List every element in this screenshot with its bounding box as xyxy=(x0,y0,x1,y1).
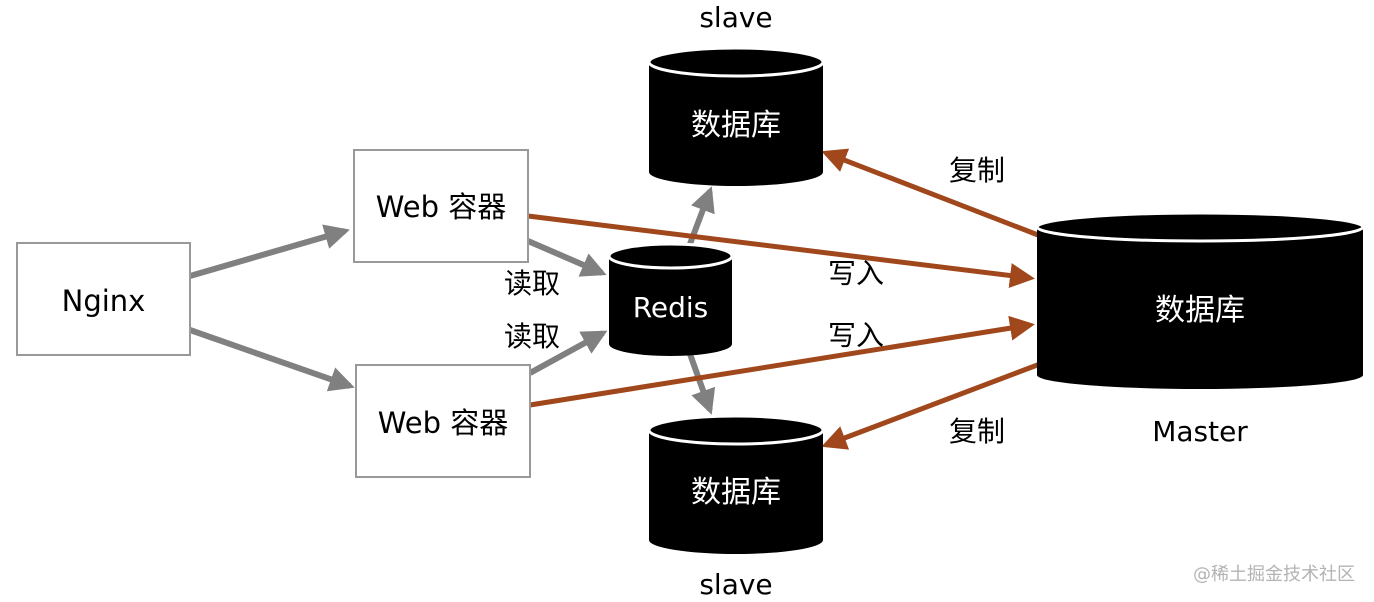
arrow-nginx-to-web-top xyxy=(189,224,350,279)
arrow-master-replicate-slave-bottom xyxy=(821,361,1041,450)
redis-label: Redis xyxy=(633,291,709,324)
brown-arrows xyxy=(527,148,1041,450)
slave-db-top: 数据库 xyxy=(647,46,825,186)
arrow-web-top-to-redis xyxy=(526,238,607,277)
read-label-bottom: 读取 xyxy=(504,320,560,353)
master-caption: Master xyxy=(1152,415,1248,448)
slave-db-top-label: 数据库 xyxy=(691,108,781,143)
arrow-nginx-to-web-bottom xyxy=(189,327,355,392)
redis-node: Redis xyxy=(607,242,734,356)
arrow-redis-to-slave-bottom xyxy=(687,352,716,415)
master-db-label: 数据库 xyxy=(1155,293,1245,328)
write-label-top: 写入 xyxy=(828,257,884,290)
replicate-label-top: 复制 xyxy=(949,154,1005,187)
slave-db-bottom-label: 数据库 xyxy=(691,475,781,510)
web-container-top: Web 容器 xyxy=(353,149,529,263)
arrow-master-replicate-slave-top xyxy=(821,148,1039,238)
gray-arrows xyxy=(189,186,716,415)
slave-db-bottom: 数据库 xyxy=(647,414,825,554)
nginx-label: Nginx xyxy=(62,284,146,318)
arrow-web-bottom-to-redis xyxy=(528,330,608,376)
watermark: @稀土掘金技术社区 xyxy=(1193,564,1355,585)
nginx-node: Nginx xyxy=(16,242,191,356)
web-top-label: Web 容器 xyxy=(376,190,506,224)
master-db: 数据库 xyxy=(1035,211,1365,389)
read-label-top: 读取 xyxy=(504,267,560,300)
slave-bottom-caption: slave xyxy=(699,568,772,601)
replicate-label-bottom: 复制 xyxy=(949,415,1005,448)
arrow-web-bottom-write-master xyxy=(529,315,1035,408)
slave-top-caption: slave xyxy=(699,1,772,34)
write-label-bottom: 写入 xyxy=(828,319,884,352)
arrow-web-top-write-master xyxy=(527,213,1035,288)
web-container-bottom: Web 容器 xyxy=(355,364,531,478)
web-bottom-label: Web 容器 xyxy=(378,406,508,440)
